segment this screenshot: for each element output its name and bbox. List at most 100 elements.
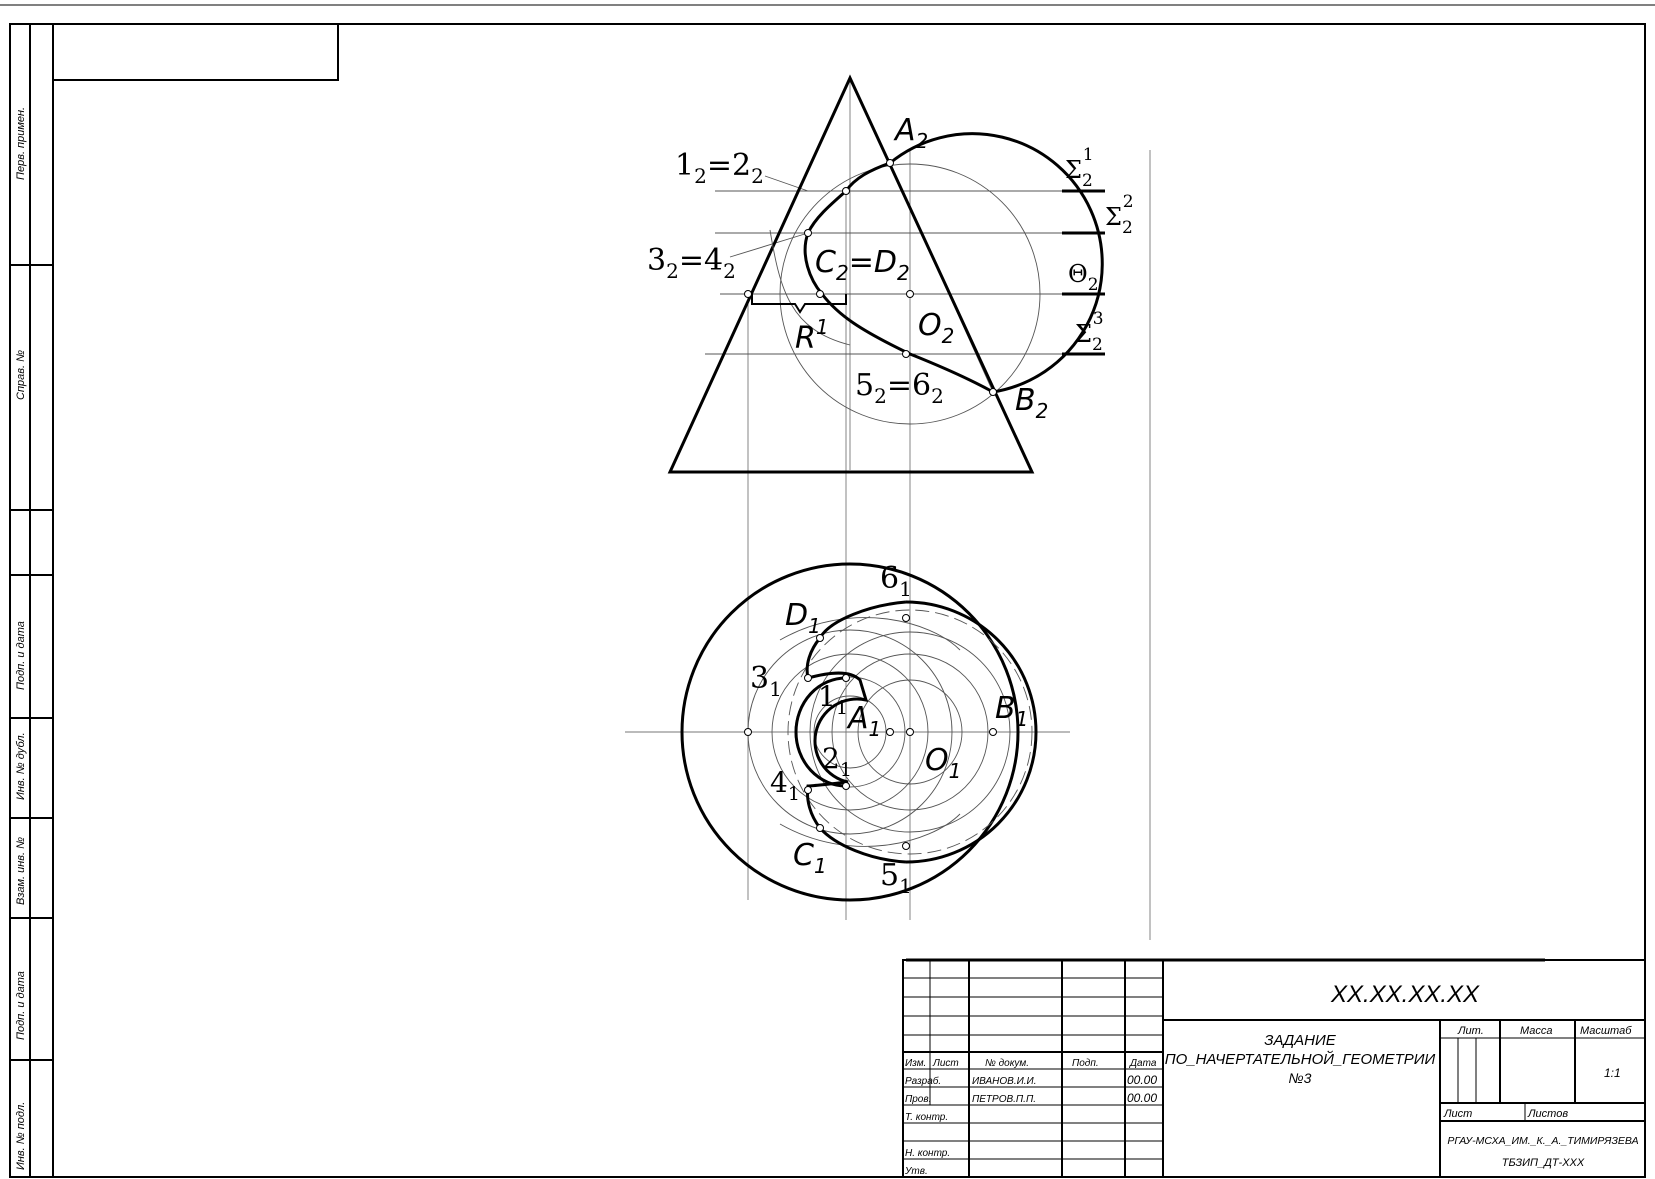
title-block: XX.XX.XX.XX ЗАДАНИЕ ПО_НАЧЕРТАТЕЛЬНОЙ_ГЕ… <box>902 958 1646 1178</box>
col-date: Дата <box>1129 1058 1157 1069</box>
side-label: Инв. № дубл. <box>15 732 27 800</box>
point-o2 <box>906 290 914 298</box>
side-label: Подп. и дата <box>15 971 27 1040</box>
row-tkontr: Т. контр. <box>905 1112 948 1123</box>
leader-line <box>729 232 809 258</box>
col-list: Лист <box>932 1058 959 1069</box>
lit-label: Лит. <box>1457 1025 1484 1037</box>
point-b2 <box>989 388 997 396</box>
col-doc: № докум. <box>985 1058 1029 1069</box>
border-frame <box>9 23 1646 1178</box>
radius-brace <box>751 294 847 314</box>
top-view: 61 D1 31 11 A1 B1 21 O1 41 C1 51 <box>625 561 1070 902</box>
label-5-1: 51 <box>880 858 912 898</box>
point-2-1 <box>842 782 850 790</box>
point-5-1 <box>902 842 910 850</box>
label-b2: B2 <box>1015 383 1048 423</box>
point-5-6 <box>902 350 910 358</box>
label-5-6: 52=62 <box>855 368 944 408</box>
organization-line-2: ТБЗИП_ДТ-XXX <box>1502 1157 1585 1169</box>
row-utv: Утв. <box>904 1166 928 1177</box>
masshtab-label: Масштаб <box>1580 1025 1632 1037</box>
label-theta: Θ2 <box>1068 260 1099 295</box>
inner-curve-top <box>794 676 847 788</box>
side-label: Подп. и дата <box>15 621 27 690</box>
point-left-contour <box>744 728 752 736</box>
construction-arc <box>779 813 961 847</box>
title-line-2: ПО_НАЧЕРТАТЕЛЬНОЙ_ГЕОМЕТРИИ <box>1165 1050 1436 1068</box>
label-c2-d2: C2=D2 <box>815 245 910 285</box>
organization-line-1: РГАУ-МСХА_ИМ._К._А._ТИМИРЯЗЕВА <box>1447 1135 1638 1147</box>
point-3-4 <box>804 229 812 237</box>
sphere-section-circle <box>857 679 963 785</box>
sphere-horizon-visible <box>905 600 1038 864</box>
corner-stamp-box <box>52 23 339 81</box>
side-label: Справ. № <box>15 350 27 400</box>
point-4-1 <box>804 786 812 794</box>
point-d1 <box>816 634 824 642</box>
point-1-1 <box>842 674 850 682</box>
point-cone-contour <box>744 290 752 298</box>
sphere-visible-arc <box>889 132 1104 394</box>
point-a2 <box>886 159 894 167</box>
prov-name: ПЕТРОВ.П.П. <box>972 1094 1036 1105</box>
label-c1: C1 <box>793 838 827 878</box>
label-3-4: 32=42 <box>647 243 736 283</box>
label-a1: A1 <box>846 701 881 741</box>
label-sigma3: Σ23 <box>1075 309 1104 355</box>
label-b1: B1 <box>995 691 1028 731</box>
sphere-horizon-hidden <box>787 609 1033 855</box>
scale-value: 1:1 <box>1604 1066 1621 1080</box>
label-2-1: 21 <box>822 742 852 781</box>
sphere-front-outline <box>779 163 1041 425</box>
label-o1: O1 <box>925 743 961 783</box>
point-o1 <box>906 728 914 736</box>
label-a2: A2 <box>893 113 928 153</box>
sheet-label: Лист <box>1443 1108 1472 1120</box>
sheets-label: Листов <box>1527 1108 1568 1120</box>
label-sigma1: Σ21 <box>1065 145 1094 191</box>
construction-circle <box>771 653 929 811</box>
side-label: Взам. инв. № <box>15 837 27 905</box>
label-3-1: 31 <box>750 661 782 701</box>
point-1-2 <box>842 187 850 195</box>
prov-date: 00.00 <box>1127 1091 1157 1105</box>
intersection-curve-top <box>805 600 907 864</box>
side-label: Перв. примен. <box>15 107 27 180</box>
point-a1 <box>886 728 894 736</box>
point-c1 <box>816 824 824 832</box>
designation: XX.XX.XX.XX <box>1330 981 1480 1008</box>
point-b1 <box>989 728 997 736</box>
label-1-1: 11 <box>818 680 848 719</box>
cone-front-outline <box>667 74 1035 474</box>
point-6-1 <box>902 614 910 622</box>
razrab-name: ИВАНОВ.И.И. <box>972 1076 1036 1087</box>
side-label: Инв. № подл. <box>15 1102 27 1170</box>
razrab-date: 00.00 <box>1127 1073 1157 1087</box>
label-1-2: 12=22 <box>675 148 764 188</box>
sheet-frame <box>0 4 1655 1178</box>
label-6-1: 61 <box>880 561 912 601</box>
side-strip-labels: Перв. примен. Справ. № Подп. и дата Инв.… <box>15 107 27 1170</box>
point-c2-d2 <box>816 290 824 298</box>
label-r1: R1 <box>795 315 829 356</box>
col-izm: Изм. <box>905 1058 926 1069</box>
label-d1: D1 <box>785 598 821 638</box>
row-razrab: Разраб. <box>905 1075 941 1087</box>
title-line-1: ЗАДАНИЕ <box>1264 1032 1337 1049</box>
construction-arc <box>779 617 961 651</box>
massa-label: Масса <box>1520 1025 1553 1037</box>
row-nkontr: Н. контр. <box>905 1148 950 1159</box>
title-line-3: №3 <box>1289 1070 1312 1086</box>
sphere-section-circle <box>809 631 1011 833</box>
label-sigma2: Σ22 <box>1105 192 1134 238</box>
col-sign: Подп. <box>1072 1058 1099 1069</box>
label-o2: O2 <box>918 308 954 348</box>
cone-base-circle <box>680 562 1020 902</box>
front-view: A2 12=22 32=42 C2=D2 O2 R1 52=62 B2 Σ21 … <box>647 74 1151 940</box>
row-prov: Пров. <box>905 1094 931 1105</box>
label-4-1: 41 <box>770 766 800 805</box>
sphere-section-circle <box>831 653 989 811</box>
point-3-1 <box>804 674 812 682</box>
